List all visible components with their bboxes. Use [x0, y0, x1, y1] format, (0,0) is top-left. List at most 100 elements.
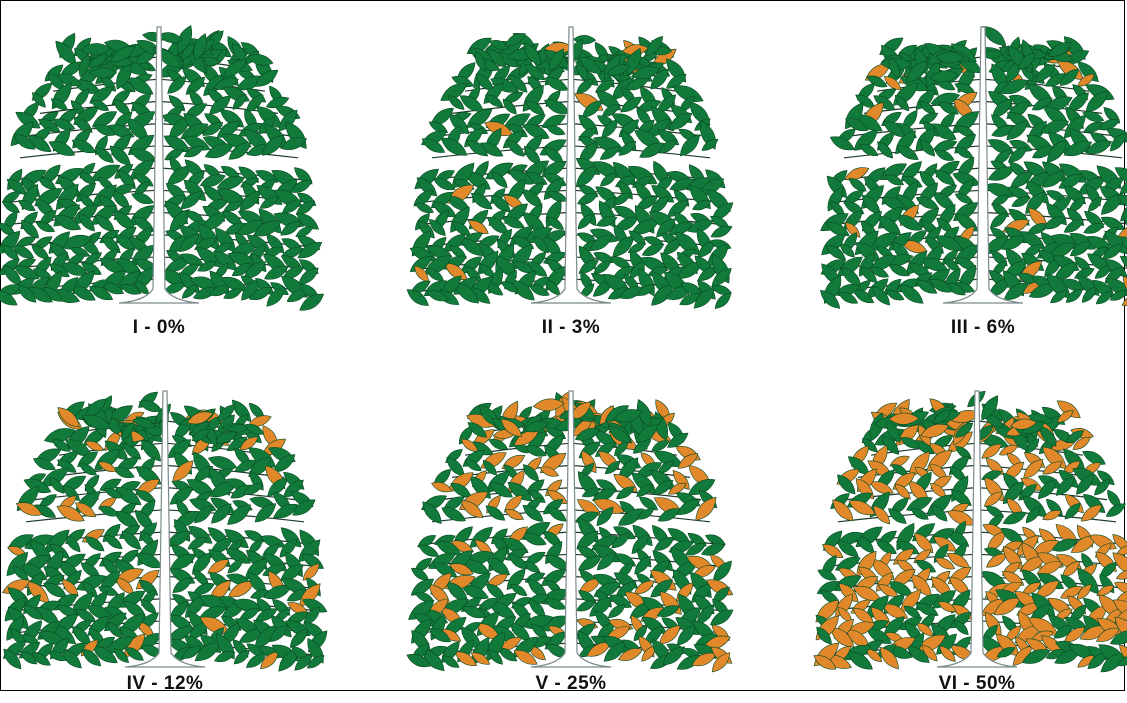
healthy-leaflet [460, 237, 485, 256]
healthy-leaflet [915, 279, 938, 294]
diseased-leaflet [869, 481, 894, 494]
healthy-leaflet [938, 101, 959, 115]
healthy-leaflet [464, 459, 482, 472]
diseased-leaflet [1035, 580, 1060, 599]
healthy-leaflet [825, 222, 850, 237]
healthy-leaflet [191, 548, 211, 563]
healthy-leaflet [49, 477, 65, 494]
healthy-leaflet [659, 139, 678, 154]
healthy-leaflet [612, 409, 644, 423]
healthy-leaflet [449, 245, 467, 259]
panel-6-label: VI - 50% [938, 673, 1016, 694]
diseased-leaflet [61, 579, 79, 597]
diseased-leaflet [528, 645, 546, 661]
healthy-leaflet [280, 137, 308, 151]
healthy-leaflet [576, 600, 597, 612]
healthy-leaflet [502, 98, 517, 115]
healthy-leaflet [17, 284, 37, 303]
healthy-leaflet [13, 134, 36, 150]
healthy-leaflet [12, 245, 35, 259]
diseased-leaflet [431, 481, 453, 493]
healthy-leaflet [93, 124, 117, 136]
healthy-leaflet [281, 275, 308, 298]
healthy-leaflet [950, 490, 972, 506]
healthy-leaflet [521, 532, 547, 546]
healthy-leaflet [848, 177, 867, 192]
healthy-leaflet [577, 214, 593, 230]
healthy-leaflet [508, 169, 535, 185]
diseased-leaflet [1122, 276, 1127, 301]
healthy-leaflet [491, 171, 508, 189]
healthy-leaflet [422, 501, 442, 525]
healthy-leaflet [596, 90, 622, 111]
healthy-leaflet [836, 540, 859, 557]
healthy-leaflet [906, 60, 928, 83]
healthy-leaflet [866, 75, 888, 88]
healthy-leaflet [632, 438, 652, 454]
diseased-leaflet [1062, 560, 1081, 578]
healthy-leaflet [985, 505, 1005, 518]
healthy-leaflet [650, 195, 670, 214]
healthy-leaflet [1087, 196, 1103, 212]
healthy-leaflet [494, 255, 517, 278]
healthy-leaflet [888, 264, 911, 277]
healthy-leaflet [37, 118, 61, 133]
healthy-leaflet [51, 439, 71, 452]
healthy-leaflet [118, 169, 136, 190]
healthy-leaflet [109, 46, 136, 62]
healthy-leaflet [1102, 244, 1124, 260]
healthy-leaflet [183, 145, 205, 158]
diseased-leaflet [667, 482, 687, 495]
healthy-leaflet [101, 282, 125, 295]
healthy-leaflet [217, 404, 236, 422]
healthy-leaflet [88, 54, 109, 68]
healthy-leaflet [837, 474, 856, 495]
healthy-leaflet [180, 191, 203, 210]
healthy-leaflet [931, 504, 948, 522]
healthy-leaflet [651, 440, 670, 452]
healthy-leaflet [49, 263, 70, 278]
healthy-leaflet [656, 605, 680, 617]
healthy-leaflet [984, 414, 1004, 428]
healthy-leaflet [888, 56, 900, 79]
healthy-leaflet [232, 43, 248, 64]
healthy-leaflet [295, 200, 315, 215]
healthy-leaflet [946, 530, 970, 547]
healthy-leaflet [700, 543, 726, 556]
healthy-leaflet [70, 285, 96, 301]
healthy-leaflet [467, 422, 488, 438]
healthy-leaflet [635, 424, 659, 443]
healthy-leaflet [881, 435, 900, 455]
healthy-leaflet [528, 284, 550, 296]
healthy-leaflet [679, 134, 700, 157]
panel-3: III - 6% [820, 19, 1127, 339]
healthy-leaflet [244, 423, 265, 435]
healthy-leaflet [1037, 479, 1057, 500]
healthy-leaflet [894, 94, 910, 112]
diseased-leaflet [813, 655, 837, 670]
healthy-leaflet [630, 66, 661, 80]
healthy-leaflet [254, 69, 279, 87]
healthy-leaflet [164, 200, 189, 225]
healthy-leaflet [171, 544, 194, 564]
healthy-leaflet [172, 577, 193, 593]
healthy-leaflet [685, 542, 707, 556]
healthy-leaflet [426, 290, 449, 302]
healthy-leaflet [612, 192, 631, 206]
healthy-leaflet [211, 503, 232, 524]
diseased-leaflet [695, 496, 717, 521]
healthy-leaflet [617, 508, 645, 526]
healthy-leaflet [485, 94, 504, 107]
healthy-leaflet [646, 119, 671, 138]
healthy-leaflet [48, 141, 76, 156]
healthy-leaflet [847, 651, 873, 670]
healthy-leaflet [183, 179, 207, 202]
diseased-leaflet [1063, 627, 1086, 643]
healthy-leaflet [954, 422, 974, 438]
healthy-leaflet [488, 649, 503, 665]
healthy-leaflet [1046, 203, 1067, 226]
healthy-leaflet [273, 454, 296, 473]
diseased-leaflet [650, 569, 677, 591]
healthy-leaflet [488, 439, 509, 450]
